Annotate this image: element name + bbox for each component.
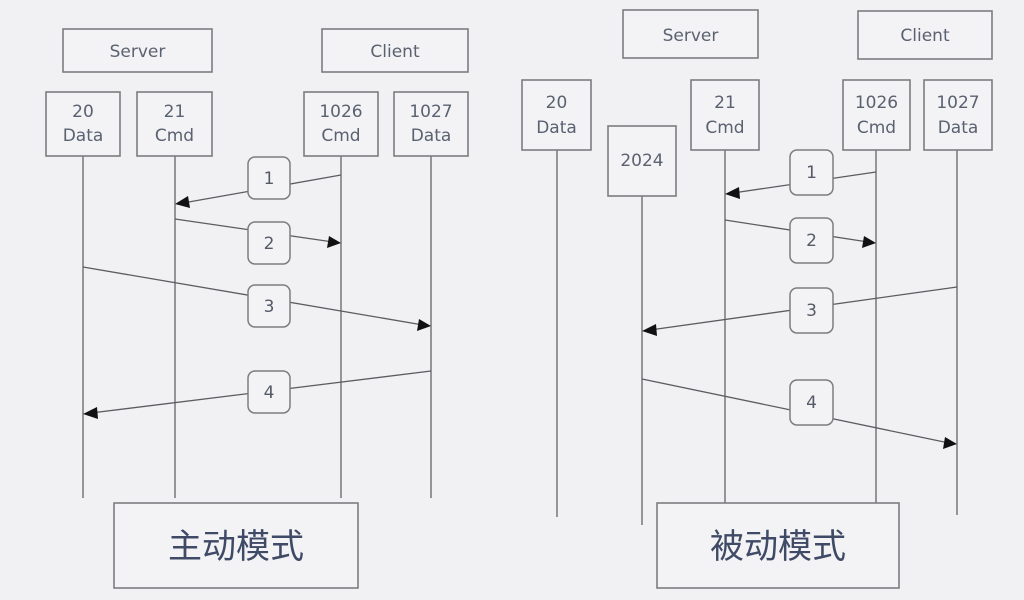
arrowhead-icon xyxy=(83,407,98,419)
active-port-role: Data xyxy=(63,126,104,146)
passive-mode-box: 被动模式 xyxy=(656,502,900,589)
active-mode-panel: Server Client 20 Data 21 Cmd 1026 Cmd xyxy=(45,28,469,589)
passive-port-role: Data xyxy=(938,118,979,138)
active-message-1: 1 xyxy=(175,156,342,208)
step-number: 4 xyxy=(806,393,817,413)
passive-port-box-1027: 1027 Data xyxy=(923,79,993,151)
active-port-box-21: 21 Cmd xyxy=(136,91,213,157)
passive-port-box-20: 20 Data xyxy=(521,79,592,151)
arrowhead-icon xyxy=(175,196,190,208)
active-client-label: Client xyxy=(370,42,420,62)
step-number: 2 xyxy=(264,234,275,254)
step-number: 3 xyxy=(806,301,817,321)
passive-message-2: 2 xyxy=(724,217,876,264)
active-mode-label: 主动模式 xyxy=(168,527,304,567)
passive-mode-label: 被动模式 xyxy=(710,527,846,567)
active-port-number: 20 xyxy=(72,102,94,122)
passive-port-role: Cmd xyxy=(857,118,896,138)
passive-port-box-2024: 2024 xyxy=(607,125,677,197)
active-port-box-1027: 1027 Data xyxy=(393,91,469,157)
passive-port-number: 1026 xyxy=(855,93,898,113)
active-port-box-1026: 1026 Cmd xyxy=(303,91,379,157)
active-port-role: Cmd xyxy=(155,126,194,146)
arrowhead-icon xyxy=(327,236,341,248)
active-server-label: Server xyxy=(110,42,166,62)
passive-client-label: Client xyxy=(900,26,950,46)
passive-message-1: 1 xyxy=(725,149,877,199)
active-port-number: 1027 xyxy=(409,102,452,122)
arrowhead-icon xyxy=(725,187,740,199)
active-message-3: 3 xyxy=(82,266,431,331)
passive-server-label: Server xyxy=(663,26,719,46)
passive-port-box-1026: 1026 Cmd xyxy=(842,79,911,151)
step-number: 4 xyxy=(264,383,275,403)
arrowhead-icon xyxy=(642,324,657,336)
arrowhead-icon xyxy=(417,319,431,331)
passive-port-role: Cmd xyxy=(705,118,744,138)
active-mode-box: 主动模式 xyxy=(113,502,359,589)
passive-port-box-21: 21 Cmd xyxy=(690,79,760,151)
passive-port-number: 2024 xyxy=(620,151,663,171)
active-client-group-box: Client xyxy=(321,28,469,73)
step-number: 1 xyxy=(264,169,275,189)
active-port-role: Cmd xyxy=(321,126,360,146)
passive-port-number: 20 xyxy=(546,93,568,113)
passive-client-group-box: Client xyxy=(857,10,993,60)
arrowhead-icon xyxy=(943,437,957,449)
active-server-group-box: Server xyxy=(62,28,213,73)
passive-port-role: Data xyxy=(536,118,577,138)
step-number: 3 xyxy=(264,297,275,317)
active-message-4: 4 xyxy=(83,370,432,419)
arrowhead-icon xyxy=(862,236,876,248)
step-number: 2 xyxy=(806,231,817,251)
passive-message-3: 3 xyxy=(642,286,958,336)
passive-server-group-box: Server xyxy=(622,9,759,59)
active-port-box-20: 20 Data xyxy=(45,91,121,157)
passive-message-4: 4 xyxy=(641,378,957,449)
active-message-2: 2 xyxy=(174,218,341,265)
active-port-number: 1026 xyxy=(319,102,362,122)
active-port-number: 21 xyxy=(164,102,186,122)
passive-port-number: 21 xyxy=(714,93,736,113)
active-port-role: Data xyxy=(411,126,452,146)
step-number: 1 xyxy=(806,163,817,183)
passive-port-number: 1027 xyxy=(936,93,979,113)
passive-mode-panel: Server Client 20 Data 2024 21 Cmd 10 xyxy=(521,9,993,589)
